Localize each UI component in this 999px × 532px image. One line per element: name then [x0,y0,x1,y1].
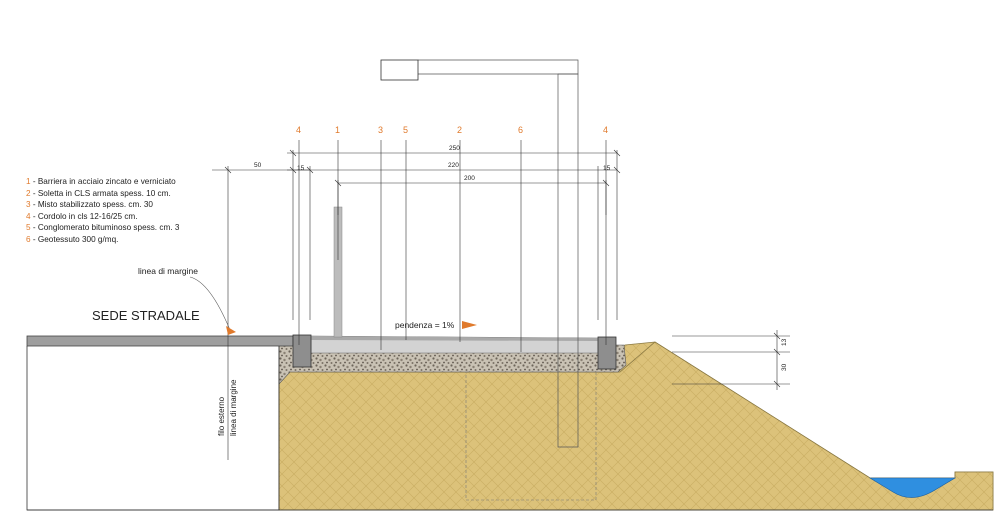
dim-13: 13 [781,338,788,346]
margin-arrow [226,326,236,335]
margin-line-leader [189,276,231,331]
legend-num: 2 [26,188,31,198]
legend-text: - Conglomerato bituminoso spess. cm. 3 [32,223,180,233]
legend-text: - Barriera in acciaio zincato e vernicia… [32,177,176,186]
dim-220: 220 [448,162,459,169]
legend-item-1: 1 - Barriera in acciaio zincato e vernic… [26,176,179,188]
legend-num: 5 [26,223,31,233]
outer-edge-label-2: linea di margine [229,379,238,436]
dim-15-left: 15 [297,165,305,172]
water-channel [868,477,957,498]
slope-label: pendenza = 1% [395,320,455,330]
callout-2: 2 [457,125,462,135]
legend-num: 1 [26,177,31,186]
margin-line-label: linea di margine [138,266,198,276]
legend: 1 - Barriera in acciaio zincato e vernic… [26,176,179,246]
slope-arrow [462,321,477,329]
legend-text: - Cordolo in cls 12-16/25 cm. [32,211,138,221]
legend-item-5: 5 - Conglomerato bituminoso spess. cm. 3 [26,222,179,234]
legend-item-4: 4 - Cordolo in cls 12-16/25 cm. [26,211,179,223]
asphalt-layer [311,336,598,341]
lamp-arm [418,59,579,75]
legend-item-3: 3 - Misto stabilizzato spess. cm. 30 [26,199,179,211]
foundation-dashed [465,371,597,501]
road-surface [26,335,294,347]
lamp-head [380,59,419,81]
legend-num: 6 [26,234,31,244]
legend-item-2: 2 - Soletta in CLS armata spess. 10 cm. [26,188,179,200]
dimension-lines [212,149,790,460]
legend-item-6: 6 - Geotessuto 300 g/mq. [26,234,179,246]
callout-4-left: 4 [296,125,301,135]
curb-left [292,334,312,368]
legend-text: - Misto stabilizzato spess. cm. 30 [32,200,153,210]
callout-6: 6 [518,125,523,135]
dim-15-right: 15 [603,165,611,172]
legend-text: - Soletta in CLS armata spess. 10 cm. [32,188,171,198]
dim-50: 50 [254,162,262,169]
curb-right [597,336,617,370]
road-outline [26,346,280,511]
callout-4-right: 4 [603,125,608,135]
callout-1: 1 [335,125,340,135]
legend-text: - Geotessuto 300 g/mq. [32,234,119,244]
leader-lines [298,140,607,352]
dim-200: 200 [464,175,475,182]
road-label: SEDE STRADALE [92,308,200,323]
callout-3: 3 [378,125,383,135]
legend-num: 3 [26,200,31,210]
dim-30: 30 [781,363,788,371]
legend-num: 4 [26,211,31,221]
callout-5: 5 [403,125,408,135]
outer-edge-label: filo esterno [217,396,226,436]
dim-250: 250 [449,145,460,152]
